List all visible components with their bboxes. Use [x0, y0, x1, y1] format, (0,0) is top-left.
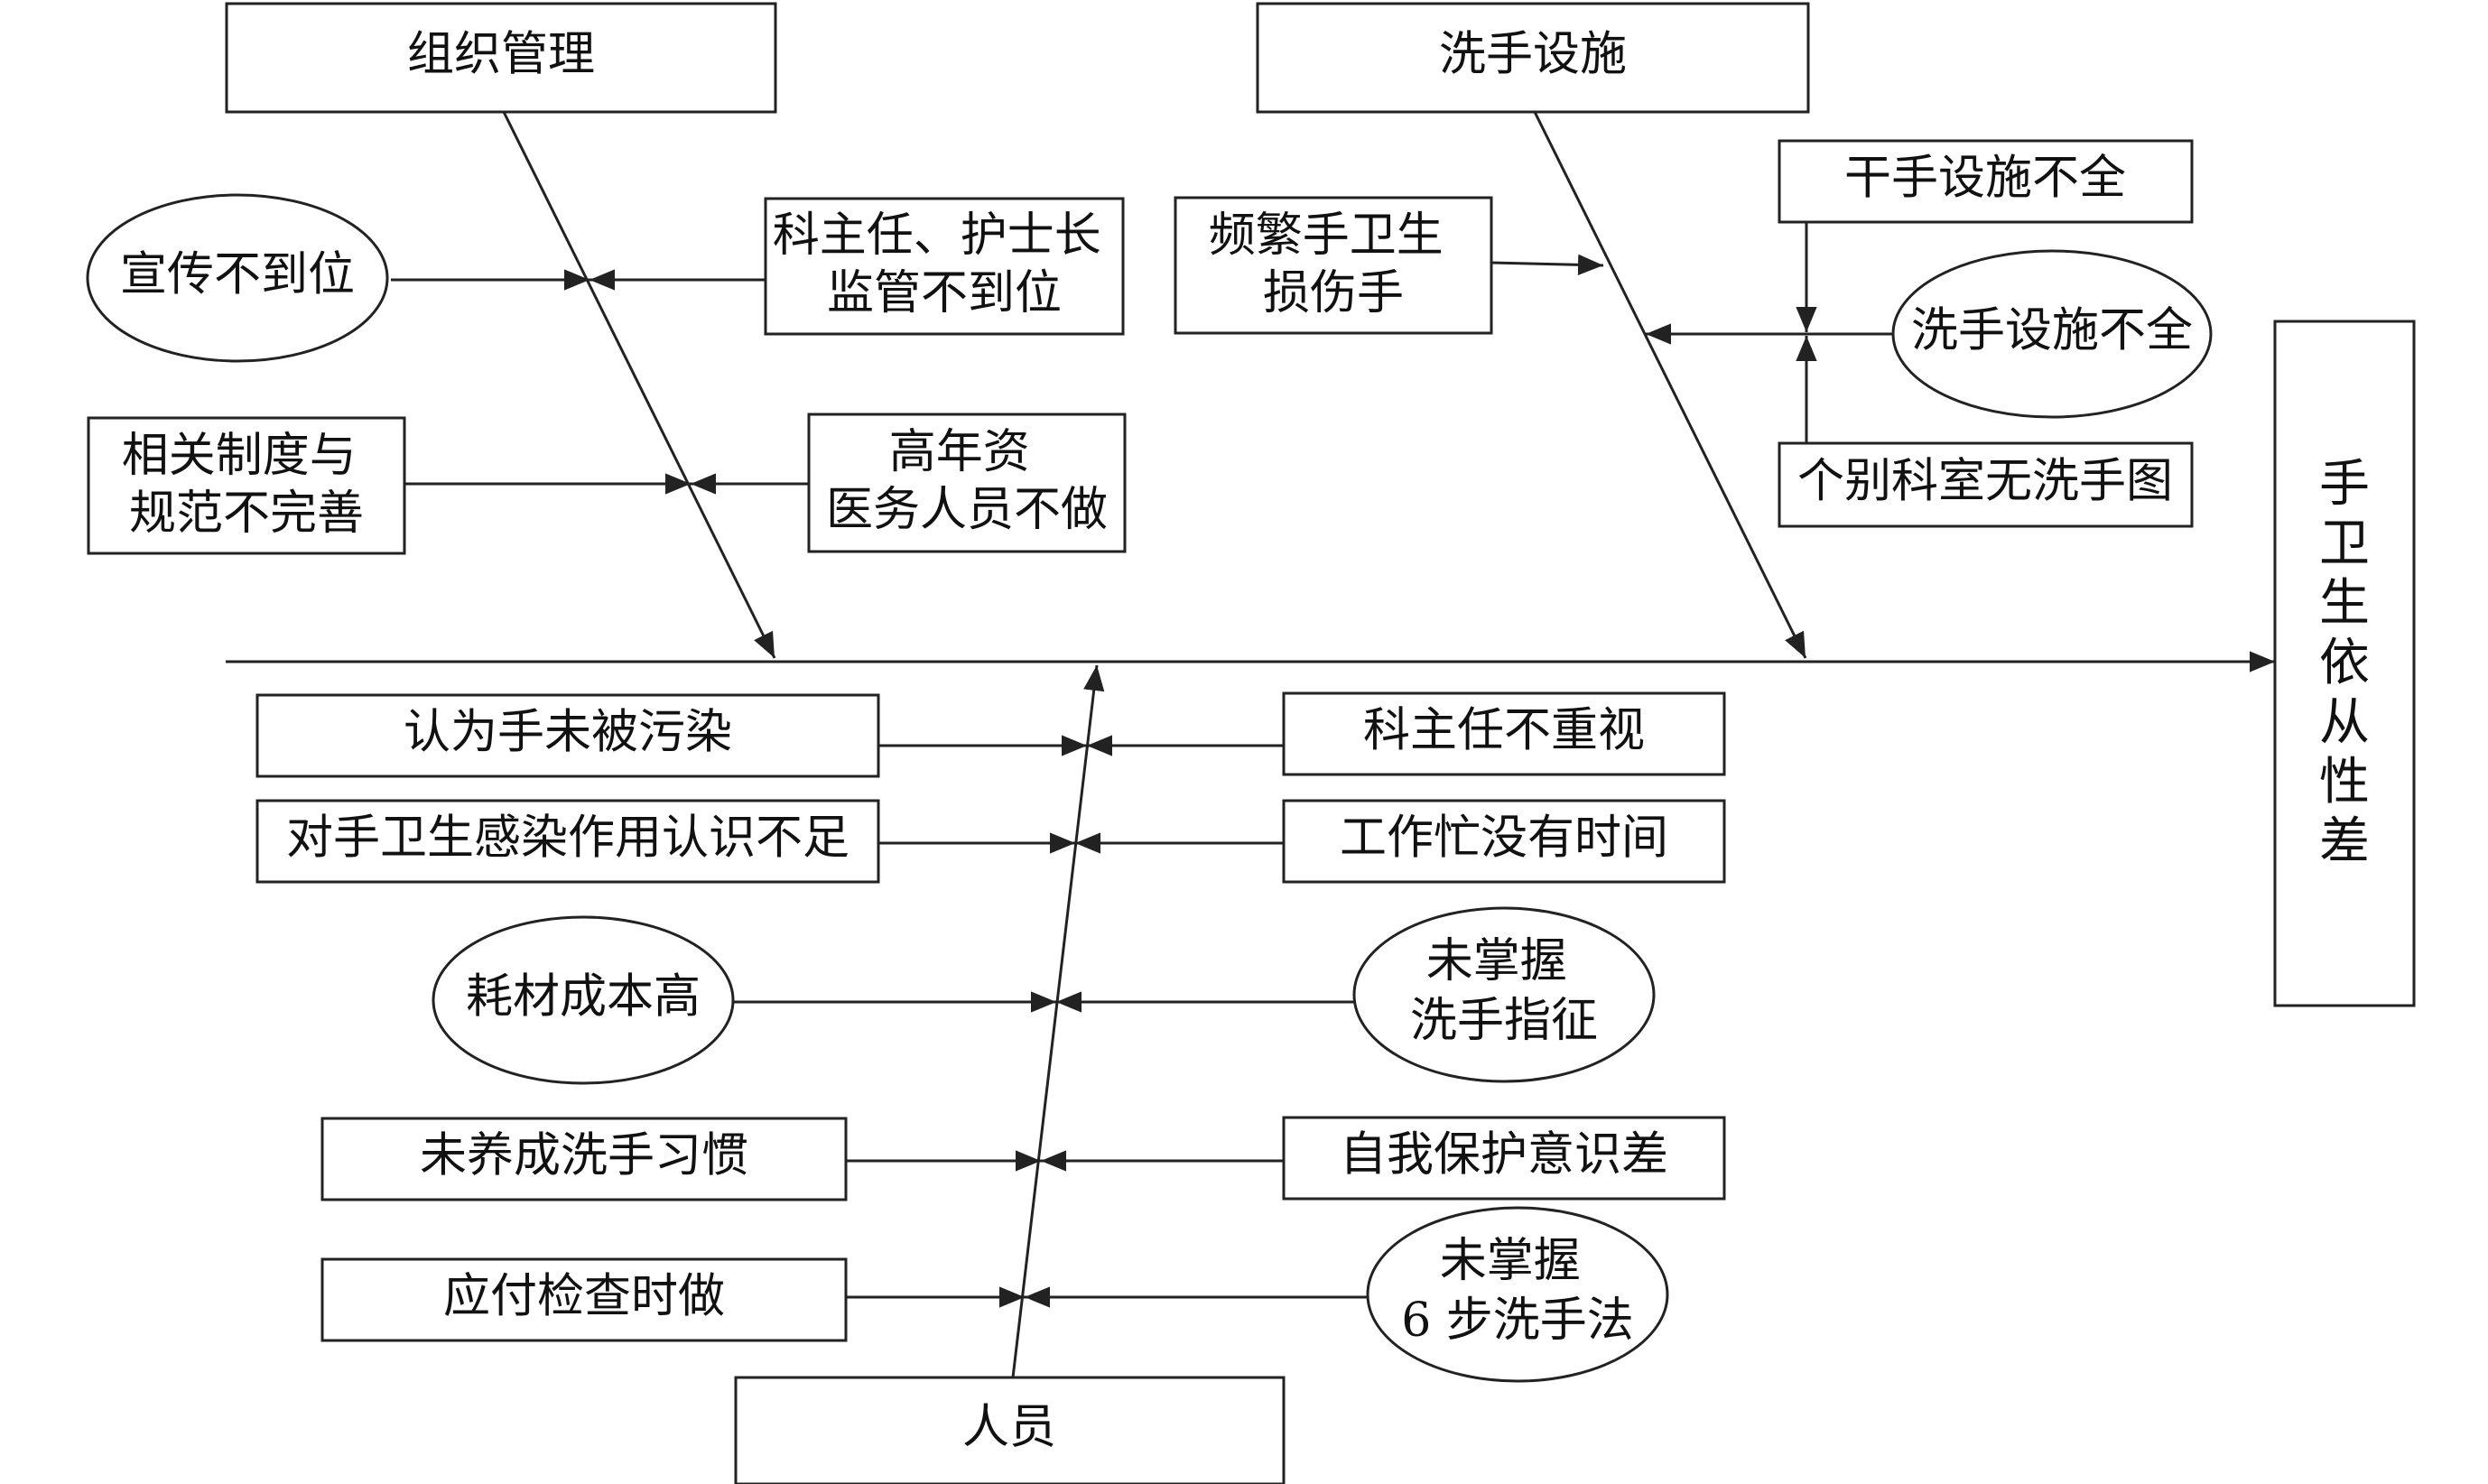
- cause-director-supervision-line1: 科主任、护士长: [773, 209, 1101, 263]
- cause-wash-facility-incomplete: 洗手设施不全: [1891, 249, 2213, 419]
- cause-publicity: 宣传不到位: [86, 193, 389, 363]
- cause-self-protection: 自我保护意识差: [1282, 1116, 1726, 1201]
- cause-no-indication: 未掌握 洗手指征: [1352, 906, 1656, 1083]
- bone-facilities: [1533, 111, 1807, 659]
- category-facilities-label: 洗手设施: [1439, 28, 1627, 82]
- effect-char: 依: [2319, 634, 2370, 692]
- cause-no-indication-line2: 洗手指征: [1410, 994, 1598, 1048]
- arrow-frequent-hand-damage: [1490, 254, 1604, 275]
- effect-text: 手卫生依从性差: [2319, 455, 2370, 871]
- cause-dryer-incomplete: 干手设施不全: [1778, 139, 2194, 224]
- effect-char: 性: [2319, 753, 2370, 812]
- effect-char: 差: [2319, 812, 2370, 871]
- cause-no-wash-diagram-label: 个别科室无洗手图: [1797, 455, 2173, 509]
- cause-director-supervision-line2: 监管不到位: [827, 266, 1062, 320]
- cause-senior-staff: 高年资 医务人员不做: [807, 413, 1127, 553]
- bone-personnel: [1011, 664, 1105, 1378]
- svg-text:未掌握 6 步洗手法: 未掌握 6 步洗手法: [1401, 1234, 1634, 1348]
- cause-frequent-hand-damage: 频繁手卫生 损伤手: [1174, 196, 1493, 335]
- cause-only-for-inspection: 应付检查时做: [320, 1257, 848, 1342]
- category-personnel: 人员: [734, 1376, 1286, 1484]
- category-facilities: 洗手设施: [1256, 2, 1810, 114]
- cause-director-not-value-label: 科主任不重视: [1363, 704, 1645, 758]
- cause-publicity-label: 宣传不到位: [120, 248, 355, 302]
- cause-rules-incomplete-line1: 相关制度与: [122, 429, 357, 483]
- svg-text:高年资 医务人员不做: 高年资 医务人员不做: [826, 425, 1108, 537]
- effect-char: 卫: [2319, 515, 2370, 573]
- cause-no-indication-line1: 未掌握: [1426, 934, 1567, 988]
- cause-insufficient-awareness: 对手卫生感染作用认识不足: [255, 799, 880, 884]
- bone-organization: [502, 111, 776, 659]
- svg-text:频繁手卫生 损伤手: 频繁手卫生 损伤手: [1209, 209, 1459, 320]
- category-personnel-label: 人员: [962, 1401, 1056, 1455]
- cause-frequent-hand-damage-line1: 频繁手卫生: [1209, 209, 1444, 263]
- cause-senior-staff-line2: 医务人员不做: [826, 483, 1108, 537]
- effect-char: 手: [2319, 455, 2370, 514]
- cause-no-six-steps-line1: 未掌握: [1440, 1234, 1581, 1288]
- category-organization: 组织管理: [225, 2, 777, 114]
- cause-busy-no-time-label: 工作忙没有时间: [1340, 812, 1668, 866]
- cause-rules-incomplete: 相关制度与 规范不完善: [87, 416, 406, 555]
- cause-no-six-steps-line2: 6 步洗手法: [1401, 1294, 1634, 1348]
- cause-self-protection-label: 自我保护意识差: [1340, 1128, 1668, 1183]
- cause-consumable-cost: 耗材成本高: [432, 915, 735, 1085]
- effect-char: 从: [2319, 693, 2370, 752]
- cause-director-not-value: 科主任不重视: [1282, 691, 1726, 776]
- cause-consumable-cost-label: 耗材成本高: [466, 970, 701, 1025]
- cause-dryer-incomplete-label: 干手设施不全: [1844, 152, 2126, 206]
- cause-think-not-contaminated-label: 认为手未被污染: [404, 706, 732, 760]
- cause-rules-incomplete-line2: 规范不完善: [129, 487, 364, 541]
- svg-text:未掌握 洗手指征: 未掌握 洗手指征: [1410, 934, 1598, 1048]
- svg-text:相关制度与 规范不完善: 相关制度与 规范不完善: [122, 429, 372, 541]
- svg-text:科主任、护士长 监管不到位: 科主任、护士长 监管不到位: [773, 209, 1117, 320]
- effect-box: 手卫生依从性差: [2273, 320, 2416, 1007]
- cause-busy-no-time: 工作忙没有时间: [1282, 799, 1726, 884]
- effect-char: 生: [2319, 574, 2370, 633]
- cause-wash-facility-incomplete-label: 洗手设施不全: [1911, 304, 2193, 358]
- cause-insufficient-awareness-label: 对手卫生感染作用认识不足: [286, 812, 849, 866]
- cause-senior-staff-line1: 高年资: [889, 425, 1030, 479]
- cause-director-supervision: 科主任、护士长 监管不到位: [764, 197, 1125, 336]
- cause-no-wash-diagram: 个别科室无洗手图: [1778, 441, 2194, 528]
- cause-only-for-inspection-label: 应付检查时做: [443, 1270, 725, 1324]
- cause-no-habit-label: 未养成洗手习惯: [420, 1129, 748, 1183]
- category-organization-label: 组织管理: [407, 28, 595, 82]
- cause-think-not-contaminated: 认为手未被污染: [255, 693, 880, 778]
- cause-no-six-steps: 未掌握 6 步洗手法: [1366, 1206, 1669, 1383]
- cause-no-habit: 未养成洗手习惯: [320, 1117, 848, 1201]
- cause-frequent-hand-damage-line2: 损伤手: [1263, 266, 1404, 320]
